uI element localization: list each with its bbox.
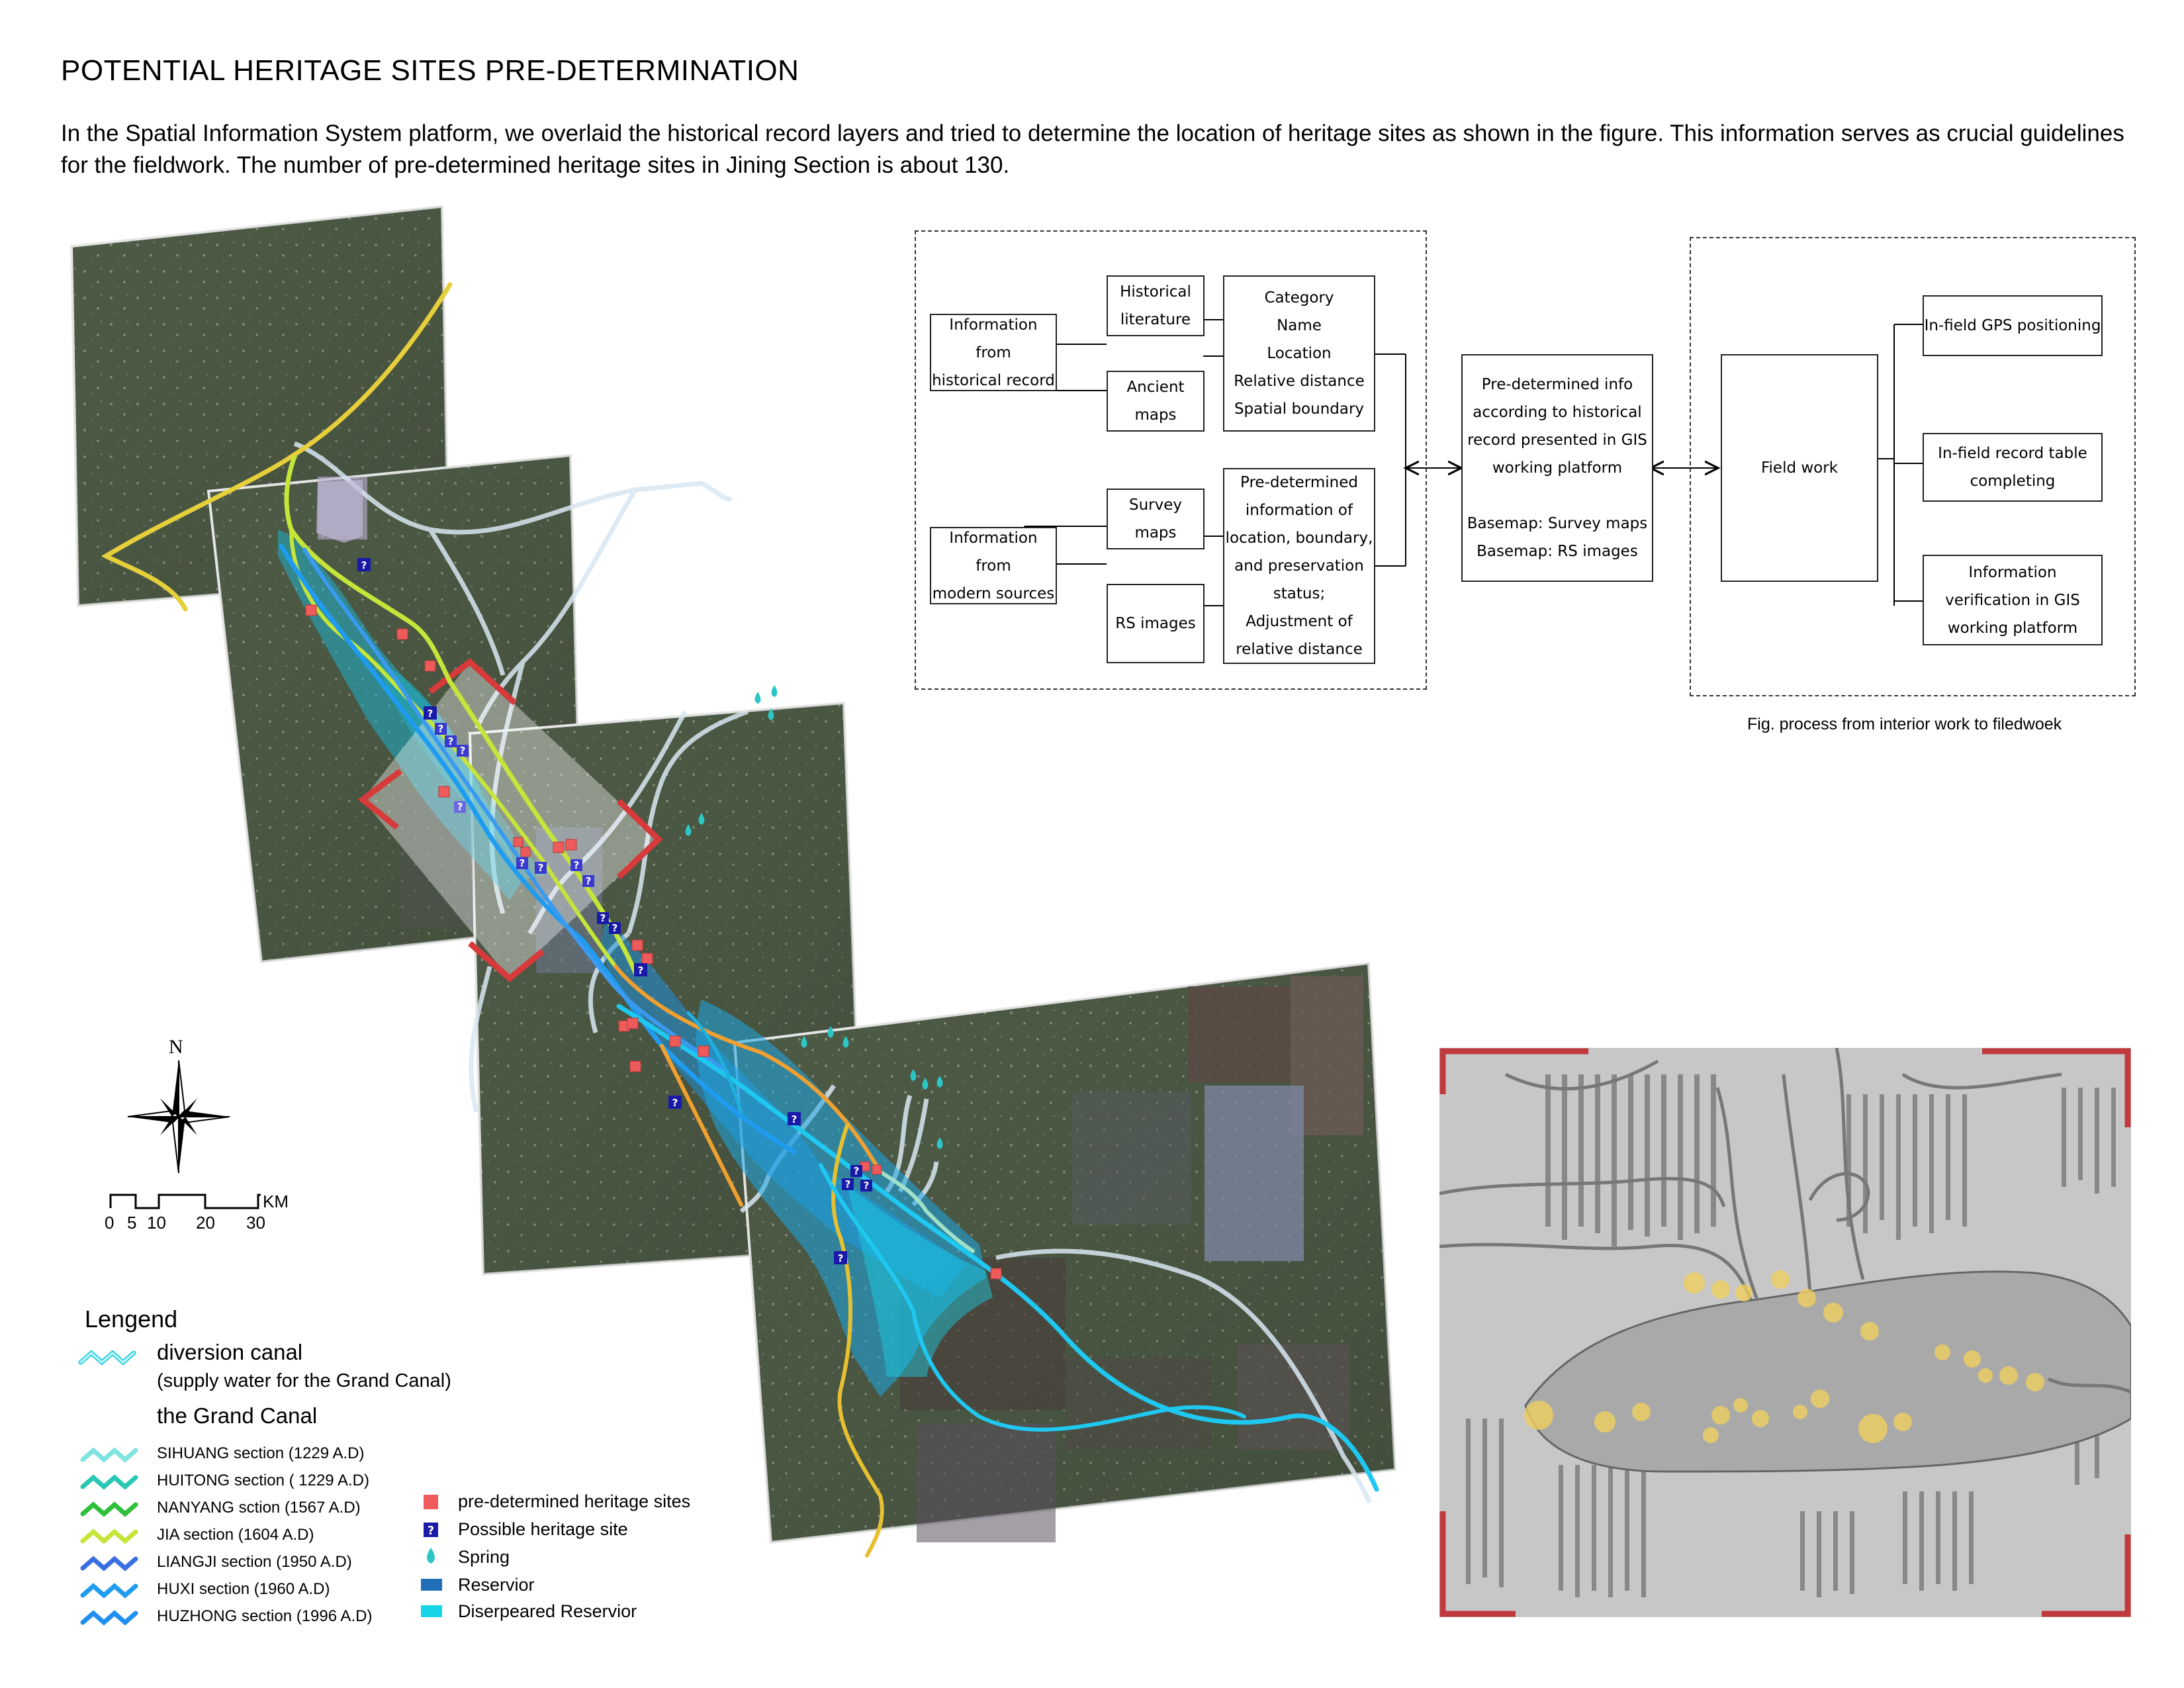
svg-text:?: ? [538, 862, 544, 874]
legend-grand-canal: the Grand Canal [157, 1403, 318, 1428]
droplet-icon [427, 1548, 435, 1564]
scale-tick-20: 20 [196, 1213, 215, 1233]
svg-text:?: ? [612, 922, 618, 934]
heritage-site-markers [305, 604, 1002, 1280]
legend-diversion-note: (supply water for the Grand Canal) [157, 1370, 451, 1391]
svg-text:?: ? [845, 1178, 851, 1190]
svg-text:?: ? [448, 735, 454, 747]
field-work-box: Field work [1721, 354, 1878, 582]
page-title: POTENTIAL HERITAGE SITES PRE-DETERMINATI… [61, 54, 799, 87]
predetermined-info-box: Pre-determined information of location, … [1223, 468, 1375, 664]
svg-text:?: ? [428, 1524, 434, 1538]
legend-heritage-sites: pre-determined heritage sites [458, 1491, 691, 1511]
rs-images-box: RS images [1107, 584, 1205, 663]
svg-text:?: ? [864, 1180, 870, 1192]
legend-markers: ? [421, 1495, 442, 1617]
svg-text:?: ? [672, 1097, 678, 1109]
historical-map-image [1439, 1048, 2131, 1617]
scale-unit: KM [263, 1192, 289, 1211]
compass-north-label: N [169, 1036, 183, 1058]
svg-text:?: ? [838, 1252, 844, 1264]
focus-frame [357, 658, 663, 982]
square-marker-icon [424, 1495, 438, 1509]
ancient-maps-box: Ancient maps [1107, 371, 1205, 432]
fieldwork-frame [1690, 237, 2136, 696]
legend-reservoir: Reservior [458, 1575, 535, 1595]
interior-work-frame [915, 230, 1427, 690]
legend-disappeared-reservoir: Diserpeared Reservior [458, 1601, 637, 1621]
legend-section-nanyang: NANYANG sction (1567 A.D) [157, 1499, 361, 1517]
scale-bar [109, 1194, 261, 1209]
legend-section-huxi: HUXI section (1960 A.D) [157, 1580, 330, 1598]
svg-text:?: ? [457, 801, 463, 813]
info-modern-box: Information from modern sources [930, 527, 1057, 604]
svg-text:?: ? [574, 859, 580, 871]
svg-text:?: ? [428, 708, 433, 720]
legend-possible-site: Possible heritage site [458, 1519, 628, 1539]
legend-section-sihuang: SIHUANG section (1229 A.D) [157, 1444, 365, 1462]
legend-title: Lengend [85, 1305, 178, 1333]
reservoir-swatch [421, 1579, 442, 1591]
svg-text:?: ? [854, 1165, 860, 1177]
possible-site-markers: ? ? ? ? ? ? ? ? ? ? ? ? ? ? ? ? ? ? ? [357, 558, 872, 1264]
scale-tick-5: 5 [127, 1213, 137, 1233]
svg-text:?: ? [438, 723, 444, 735]
svg-text:?: ? [792, 1113, 797, 1125]
verification-box: Information verification in GIS working … [1923, 555, 2103, 645]
svg-text:?: ? [520, 857, 525, 869]
disappeared-reservoir-swatch [421, 1605, 442, 1617]
question-marker-icon [424, 1523, 438, 1537]
survey-maps-box: Survey maps [1107, 489, 1205, 549]
svg-text:?: ? [361, 559, 367, 571]
spring-markers [685, 685, 943, 1149]
scale-tick-10: 10 [147, 1213, 166, 1233]
scale-tick-30: 30 [246, 1213, 265, 1233]
legend-spring: Spring [458, 1547, 510, 1567]
gps-positioning-box: In-field GPS positioning [1923, 295, 2103, 356]
scale-tick-0: 0 [105, 1213, 114, 1233]
compass-rose-icon [127, 1060, 230, 1174]
intro-paragraph: In the Spatial Information System platfo… [61, 120, 2124, 178]
svg-text:?: ? [460, 745, 466, 757]
gis-platform-box: Pre-determined info according to histori… [1461, 354, 1653, 582]
legend-symbols [78, 1350, 138, 1626]
record-table-box: In-field record table completing [1923, 433, 2103, 502]
legend-section-liangji: LIANGJI section (1950 A.D) [157, 1553, 352, 1571]
legend-section-huitong: HUITONG section ( 1229 A.D) [157, 1472, 369, 1489]
svg-text:?: ? [600, 912, 606, 924]
svg-text:?: ? [638, 964, 644, 976]
category-list-box: Category Name Location Relative distance… [1223, 275, 1375, 432]
figure-caption: Fig. process from interior work to filed… [1747, 715, 2062, 733]
historical-literature-box: Historical literature [1107, 275, 1205, 336]
info-historical-box: Information from historical record [930, 314, 1057, 391]
legend-diversion-canal: diversion canal [157, 1340, 303, 1364]
svg-text:?: ? [586, 875, 592, 887]
legend-section-huzhong: HUZHONG section (1996 A.D) [157, 1607, 373, 1625]
legend-section-jia: JIA section (1604 A.D) [157, 1526, 314, 1544]
